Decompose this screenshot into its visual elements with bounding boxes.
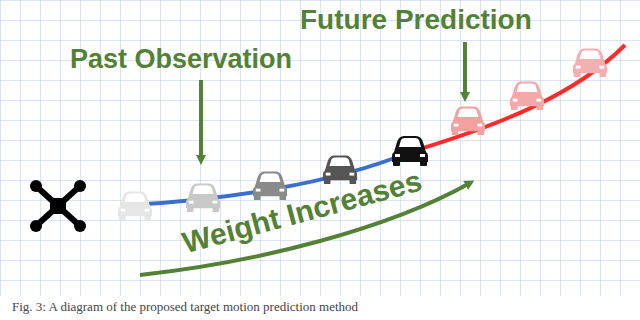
car-future bbox=[451, 107, 485, 136]
figure-caption: Fig. 3: A diagram of the proposed target… bbox=[12, 299, 358, 315]
car-current bbox=[392, 136, 428, 166]
car-future bbox=[573, 49, 607, 78]
car-past bbox=[253, 172, 287, 201]
future-trajectory bbox=[410, 45, 625, 152]
drone-icon bbox=[30, 180, 86, 232]
annotation-label: Past Observation bbox=[70, 44, 292, 75]
pointer-arrow bbox=[463, 42, 467, 97]
car-future bbox=[510, 82, 544, 111]
annotation-label: Future Prediction bbox=[300, 4, 532, 36]
car-past bbox=[186, 184, 220, 213]
pointer-arrow bbox=[199, 80, 203, 160]
car-past bbox=[118, 192, 152, 221]
